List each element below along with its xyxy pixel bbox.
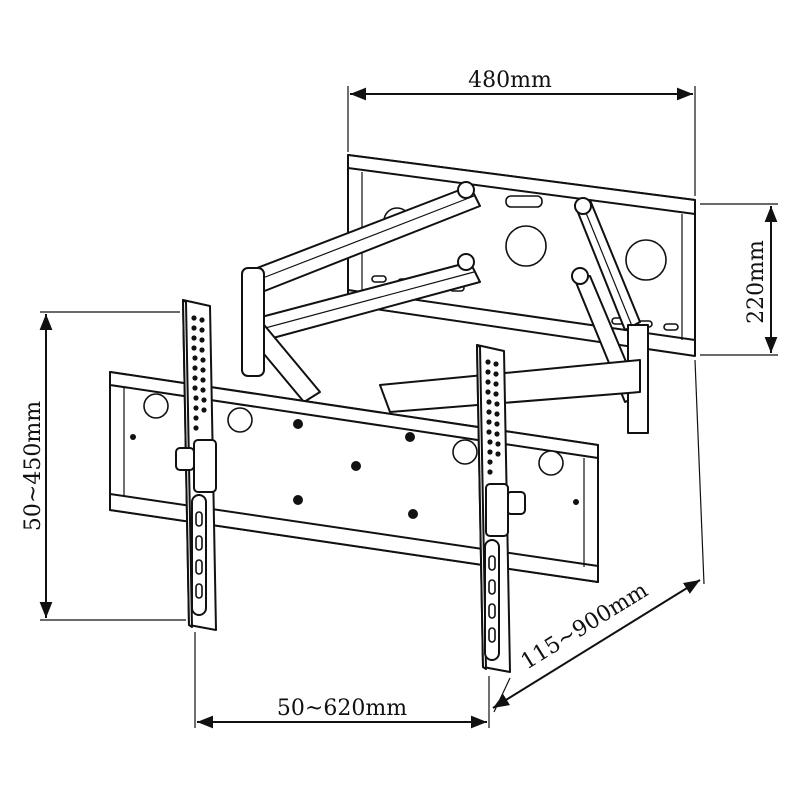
dimension-bottom-width: 50~620mm xyxy=(194,632,490,729)
tv-plate-bolt xyxy=(405,432,415,442)
wall-plate-hole xyxy=(625,239,667,281)
dimension-right-height: 220mm xyxy=(700,203,778,356)
tv-plate-bolt xyxy=(130,434,136,440)
pivot-bolt xyxy=(574,197,592,215)
wall-plate-hole xyxy=(505,225,547,267)
tv-plate-bolt xyxy=(573,499,579,505)
tilt-knob xyxy=(175,447,195,471)
dimension-label-bottom-width: 50~620mm xyxy=(277,696,407,721)
pivot-bolt xyxy=(457,253,475,271)
bracket-hole-column xyxy=(191,315,207,431)
bracket-slot-row xyxy=(488,555,496,643)
tv-plate-hole xyxy=(143,393,169,419)
tv-plate-hole xyxy=(452,439,478,465)
dimension-top-width: 480mm xyxy=(347,68,696,196)
tilt-knob xyxy=(506,491,526,515)
dimension-label-top-width: 480mm xyxy=(468,68,552,93)
pivot-bolt xyxy=(571,267,589,285)
bracket-slot-row xyxy=(195,511,203,599)
tv-plate-bolt xyxy=(408,509,418,519)
tilt-hinge xyxy=(193,439,217,493)
dimension-left-height: 50~450mm xyxy=(21,311,186,621)
tv-plate-hole xyxy=(227,407,253,433)
bracket-hole-column xyxy=(485,359,501,475)
pivot-bolt xyxy=(457,181,475,199)
tv-plate xyxy=(109,371,599,583)
tv-plate-bolt xyxy=(293,419,303,429)
tv-plate-hole xyxy=(538,450,564,476)
dimension-label-right-height: 220mm xyxy=(744,240,769,324)
dimension-label-extension: 115~900mm xyxy=(517,578,653,675)
tv-plate-bolt xyxy=(351,461,361,471)
dimension-label-left-height: 50~450mm xyxy=(21,401,46,531)
articulating-arms xyxy=(241,181,649,434)
wall-plate-slot xyxy=(505,195,543,208)
tv-bracket-left xyxy=(175,299,217,631)
bracket-slot xyxy=(191,494,207,616)
tilt-hinge xyxy=(485,483,509,537)
left-pivot-column xyxy=(241,267,265,377)
tv-plate-bolt xyxy=(293,495,303,505)
